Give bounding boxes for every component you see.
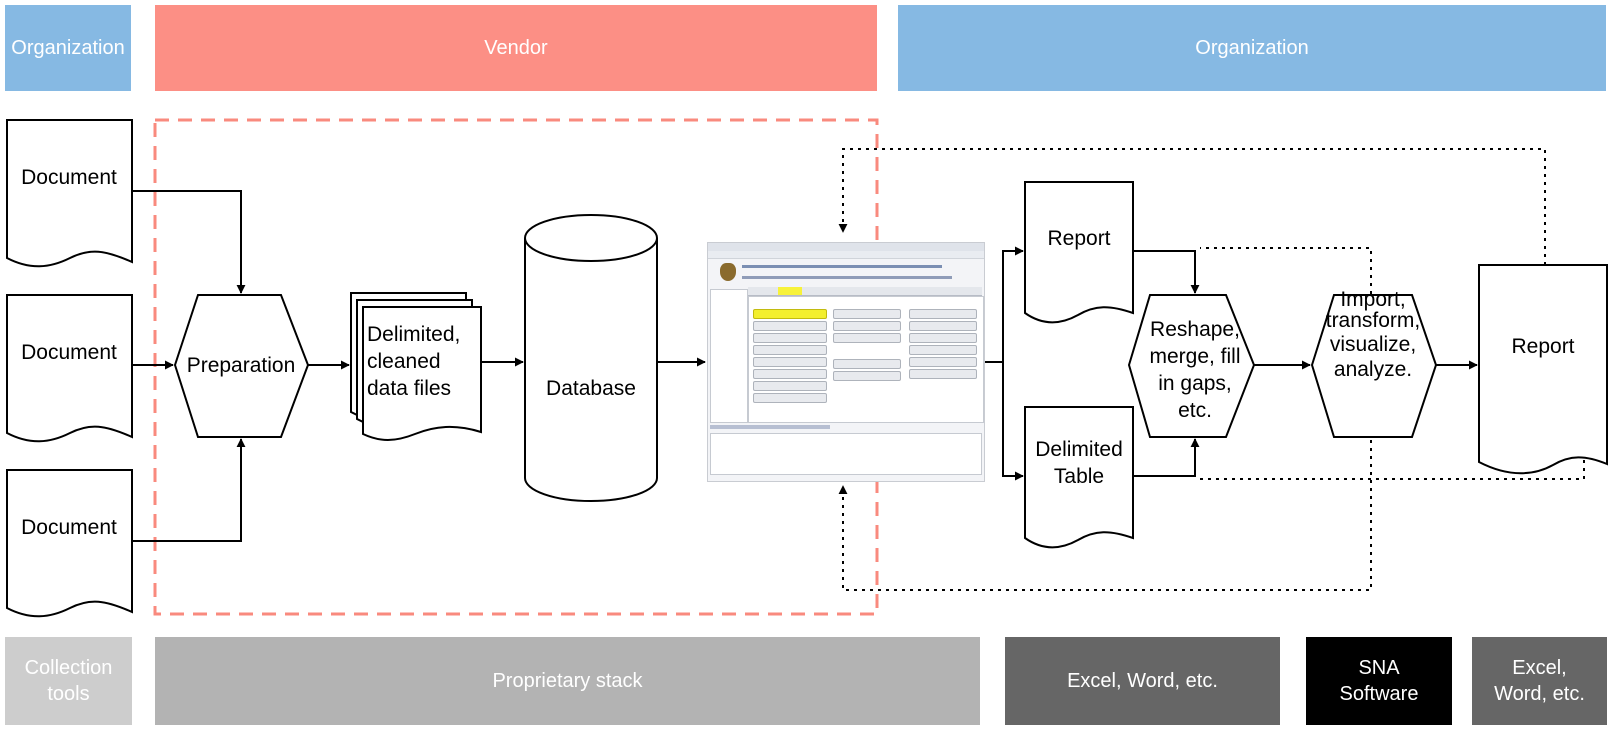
arrow-report-to-reshape [1133,250,1200,294]
lane-excel-word-2: Excel, Word, etc. [1472,637,1607,725]
document-1: Document [6,119,133,268]
report-1: Report [1024,181,1134,324]
reshape-line-3: in gaps, [1158,372,1232,395]
lane-excel-word-1: Excel, Word, etc. [1005,637,1280,725]
arrow-doc1-to-prep [132,190,246,294]
lane-proprietary-stack: Proprietary stack [155,637,980,725]
lane-organization-left: Organization [5,5,131,91]
document-3-label: Document [21,516,117,539]
lane-vendor: Vendor [155,5,877,91]
import-line-4: analyze. [1334,358,1412,381]
arrow-doc3-to-prep [132,438,246,542]
lane-organization-right: Organization [898,5,1606,91]
import-hexagon: Import, transform, visualize, analyze. [1310,288,1438,438]
import-line-2: transform, [1326,309,1421,332]
reshape-line-2: merge, fill [1149,345,1240,368]
reshape-line-4: etc. [1178,399,1212,422]
agency-badge-icon [720,263,736,281]
delimited-files-stack: Delimited, cleaned data files [350,292,482,441]
delimited-table-line-2: Table [1054,465,1104,488]
delimited-files-line-1: Delimited, [367,323,460,346]
delimited-files-line-2: cleaned [367,350,441,373]
import-line-3: visualize, [1330,333,1416,356]
feedback-loop-bottom [838,440,1372,591]
document-2: Document [6,294,133,443]
delimited-table-line-1: Delimited [1035,438,1123,461]
import-line-1: Import, [1340,288,1405,311]
preparation-label: Preparation [187,354,296,377]
arrow-app-to-outputs [985,250,1023,477]
document-1-label: Document [21,166,117,189]
feedback-loop-top [838,148,1546,265]
report-1-label: Report [1047,227,1110,250]
delimited-table: Delimited Table [1024,406,1134,549]
report-2-label: Report [1511,335,1574,358]
reshape-line-1: Reshape, [1150,318,1240,341]
database-cylinder: Database [524,214,658,502]
preparation-hexagon: Preparation [173,294,310,438]
database-label: Database [546,377,636,400]
document-3: Document [6,469,133,618]
application-screenshot [707,242,985,482]
document-2-label: Document [21,341,117,364]
lane-sna-software: SNA Software [1306,637,1452,725]
arrow-table-to-reshape [1133,438,1200,477]
lane-collection-tools: Collection tools [5,637,132,725]
report-2: Report [1478,264,1608,475]
reshape-hexagon: Reshape, merge, fill in gaps, etc. [1127,294,1256,438]
delimited-files-line-3: data files [367,377,451,400]
